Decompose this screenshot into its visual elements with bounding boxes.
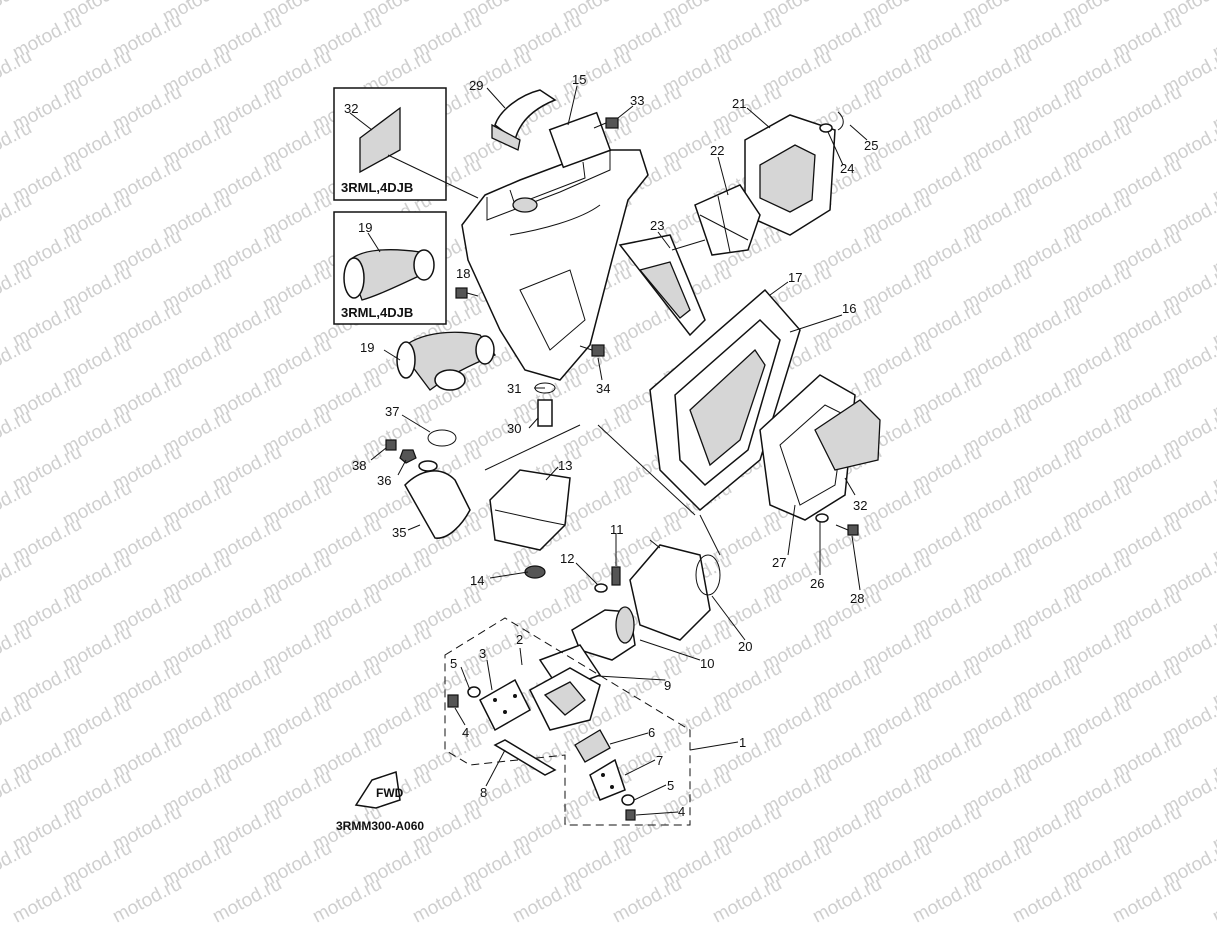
- pipe-30: [537, 399, 553, 427]
- washer-5a: [467, 686, 481, 698]
- callout-17: 17: [788, 270, 802, 285]
- callout-4a: 4: [462, 725, 469, 740]
- sheet-32: [814, 399, 881, 471]
- clamp-37: [427, 429, 457, 447]
- screw-4b: [625, 809, 636, 821]
- callout-2: 2: [516, 632, 523, 647]
- callout-34: 34: [596, 381, 610, 396]
- sheet-32-inset: [359, 106, 401, 174]
- nut-36: [399, 449, 417, 464]
- callout-30: 30: [507, 421, 521, 436]
- callout-27: 27: [772, 555, 786, 570]
- stopper-7: [589, 758, 626, 801]
- washer-26: [815, 513, 829, 523]
- leader-lines: [370, 85, 868, 816]
- bolt-28: [835, 524, 859, 536]
- inset-caption-1: 3RML,4DJB: [341, 180, 413, 195]
- gasket-8: [493, 739, 557, 776]
- callout-19: 19: [360, 340, 374, 355]
- callout-32: 32: [853, 498, 867, 513]
- fwd-text: FWD: [376, 786, 404, 800]
- callout-33: 33: [630, 93, 644, 108]
- stopper-3: [479, 678, 531, 732]
- element-21: [744, 114, 836, 236]
- air-box-15: [461, 111, 649, 381]
- callout-35: 35: [392, 525, 406, 540]
- callout-11: 11: [610, 522, 624, 537]
- callout-38: 38: [352, 458, 366, 473]
- callout-31: 31: [507, 381, 521, 396]
- callout-5b: 5: [667, 778, 674, 793]
- callout-21: 21: [732, 96, 746, 111]
- cap-13: [489, 469, 571, 551]
- callout-8: 8: [480, 785, 487, 800]
- elbow-29: [491, 89, 557, 151]
- callout-28: 28: [850, 591, 864, 606]
- inset-box-32: 32 3RML,4DJB: [333, 87, 447, 201]
- callout-29: 29: [469, 78, 483, 93]
- inset-label-32: 32: [344, 101, 358, 116]
- callout-15: 15: [572, 72, 586, 87]
- callout-25: 25: [864, 138, 878, 153]
- callout-12: 12: [560, 551, 574, 566]
- callout-37: 37: [385, 404, 399, 419]
- clip-24-25: [819, 111, 844, 133]
- callout-4b: 4: [678, 804, 685, 819]
- hose-35: [404, 460, 471, 539]
- inset-label-19: 19: [358, 220, 372, 235]
- callout-26: 26: [810, 576, 824, 591]
- callout-10: 10: [700, 656, 714, 671]
- washer-5b: [621, 794, 635, 806]
- bolt-18: [455, 287, 479, 299]
- inset-caption-2: 3RML,4DJB: [341, 305, 413, 320]
- callout-7: 7: [656, 753, 663, 768]
- callout-36: 36: [377, 473, 391, 488]
- callout-16: 16: [842, 301, 856, 316]
- kit-outline-1: [444, 617, 691, 826]
- cage-23: [618, 234, 706, 337]
- callout-14: 14: [470, 573, 484, 588]
- bolt-11-12: [594, 566, 621, 593]
- callout-20: 20: [738, 639, 752, 654]
- reed-valve-2: [529, 667, 601, 731]
- joint-19: [396, 331, 497, 391]
- fwd-arrow: FWD: [354, 771, 404, 809]
- joint-10: [571, 606, 636, 661]
- cover-17: [649, 288, 801, 512]
- callout-labels: 29 15 33 21 25 24 22 23 17 16 18 19 31 3…: [352, 72, 878, 819]
- inset-box-19: 19 3RML,4DJB: [333, 211, 447, 325]
- reed-6: [574, 729, 611, 763]
- guide-22: [694, 184, 761, 256]
- callout-6: 6: [648, 725, 655, 740]
- carburetor: [629, 539, 711, 641]
- callout-1: 1: [739, 735, 746, 750]
- side-cover-27: [759, 374, 856, 521]
- clamp-20: [695, 554, 721, 596]
- callout-23: 23: [650, 218, 664, 233]
- bolt-38: [385, 439, 397, 451]
- callout-3: 3: [479, 646, 486, 661]
- screw-4a: [447, 694, 459, 708]
- callout-22: 22: [710, 143, 724, 158]
- bolt-33: [593, 117, 619, 129]
- diagram-code: 3RMM300-A060: [336, 819, 424, 833]
- callout-5a: 5: [450, 656, 457, 671]
- callout-18: 18: [456, 266, 470, 281]
- bolt-34: [579, 344, 605, 357]
- callout-13: 13: [558, 458, 572, 473]
- callout-9: 9: [664, 678, 671, 693]
- callout-24: 24: [840, 161, 854, 176]
